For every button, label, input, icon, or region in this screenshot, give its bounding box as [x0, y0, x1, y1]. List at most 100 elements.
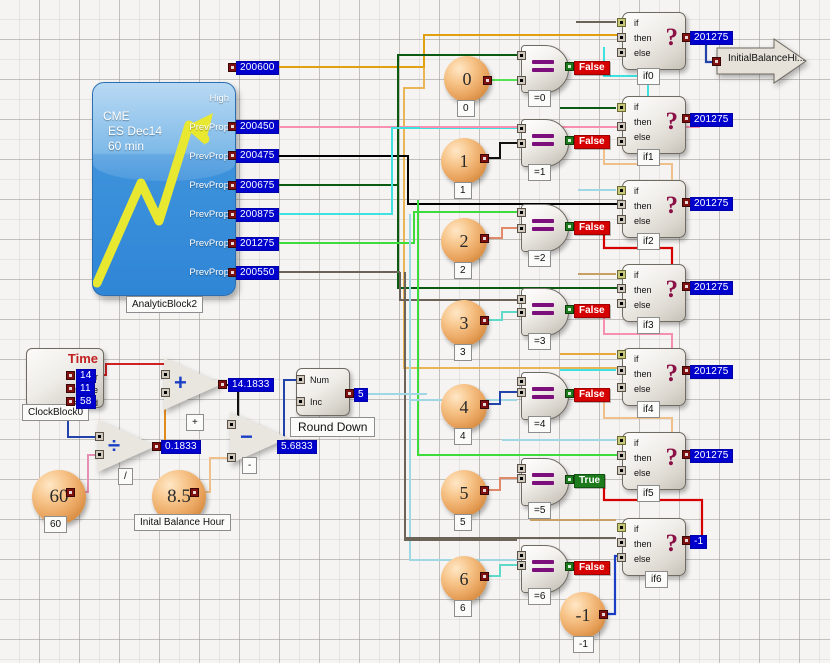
if-2-caption: if2 [637, 233, 660, 250]
equality-block-0[interactable] [521, 45, 569, 93]
if-1-in-port-then[interactable] [617, 122, 626, 131]
if-6-in-port-if[interactable] [617, 523, 626, 532]
index-node-2-out-port[interactable] [480, 234, 489, 243]
equality-4-out-port[interactable] [565, 389, 574, 398]
if-3-in-port-else[interactable] [617, 299, 626, 308]
equality-4-in-port-2[interactable] [517, 388, 526, 397]
equality-4-in-port-1[interactable] [517, 377, 526, 386]
divide-in-port-1[interactable] [95, 432, 104, 441]
if-block-6[interactable]: if then else ? [622, 518, 686, 576]
if-1-caption: if1 [637, 149, 660, 166]
if-1-in-port-else[interactable] [617, 137, 626, 146]
equality-block-2[interactable] [521, 204, 569, 252]
if-block-1[interactable]: if then else ? [622, 96, 686, 154]
index-node-minus-one[interactable]: -1 [560, 592, 606, 638]
constant-60-out-port[interactable] [66, 488, 75, 497]
round-down-caption: Round Down [290, 417, 376, 437]
if-5-in-port-then[interactable] [617, 451, 626, 460]
if-block-5[interactable]: if then else ? [622, 432, 686, 490]
round-down-block[interactable]: Num Inc [296, 368, 350, 416]
equality-block-5[interactable] [521, 458, 569, 506]
equality-2-in-port-2[interactable] [517, 224, 526, 233]
equality-block-3[interactable] [521, 288, 569, 336]
round-down-field-num: Num [310, 375, 330, 385]
equality-block-6[interactable] [521, 545, 569, 593]
operator-minus[interactable]: − [230, 412, 288, 464]
minus-in-port-1[interactable] [227, 420, 236, 429]
equality-6-in-port-1[interactable] [517, 551, 526, 560]
analytic-title: CME ES Dec14 60 min [103, 109, 163, 153]
if-1-in-port-if[interactable] [617, 103, 626, 112]
divide-out-port[interactable] [152, 442, 161, 451]
equality-5-in-port-2[interactable] [517, 474, 526, 483]
clock-out-port-second[interactable] [66, 397, 75, 406]
clock-out-port-minute[interactable] [66, 384, 75, 393]
index-node-6-out-port[interactable] [480, 572, 489, 581]
index-node-0-out-port[interactable] [483, 76, 492, 85]
equality-3-out-port[interactable] [565, 305, 574, 314]
index-node-5-out-port[interactable] [480, 486, 489, 495]
plus-in-port-1[interactable] [161, 370, 170, 379]
if-2-port-label-if: if [634, 186, 639, 196]
round-down-in-inc[interactable] [296, 397, 305, 406]
if-0-in-port-else[interactable] [617, 48, 626, 57]
constant-ibh-out-port[interactable] [190, 488, 199, 497]
divide-in-port-2[interactable] [95, 450, 104, 459]
analytic-block[interactable]: CME ES Dec14 60 min High PrevProp PrevPr… [92, 82, 236, 296]
output-block[interactable]: InitialBalanceHi... [716, 38, 808, 84]
round-down-in-num[interactable] [296, 375, 305, 384]
equality-5-out-port[interactable] [565, 475, 574, 484]
index-node-3-caption: 3 [454, 344, 472, 361]
equality-1-in-port-1[interactable] [517, 124, 526, 133]
index-node-1-out-port[interactable] [480, 154, 489, 163]
if-2-in-port-if[interactable] [617, 186, 626, 195]
equality-block-1[interactable] [521, 119, 569, 167]
if-block-4[interactable]: if then else ? [622, 348, 686, 406]
equality-6-out-port[interactable] [565, 562, 574, 571]
equality-block-4[interactable] [521, 372, 569, 420]
if-3-in-port-then[interactable] [617, 284, 626, 293]
if-4-in-port-else[interactable] [617, 383, 626, 392]
equality-0-in-port-1[interactable] [517, 51, 526, 60]
index-node-4-out-port[interactable] [480, 400, 489, 409]
operator-plus[interactable]: + [164, 358, 222, 410]
equality-6-in-port-2[interactable] [517, 561, 526, 570]
if-0-in-port-then[interactable] [617, 33, 626, 42]
index-node-6[interactable]: 6 [441, 556, 487, 602]
plus-in-port-2[interactable] [161, 388, 170, 397]
if-5-in-port-if[interactable] [617, 436, 626, 445]
operator-divide[interactable]: ÷ [98, 420, 156, 472]
if-6-in-port-else[interactable] [617, 553, 626, 562]
minus-in-port-2[interactable] [227, 453, 236, 462]
equality-0-in-port-2[interactable] [517, 76, 526, 85]
if-6-in-port-then[interactable] [617, 538, 626, 547]
round-down-out-port[interactable] [345, 389, 354, 398]
if-4-in-port-then[interactable] [617, 366, 626, 375]
equality-3-in-port-2[interactable] [517, 308, 526, 317]
equality-5-in-port-1[interactable] [517, 464, 526, 473]
if-block-0[interactable]: if then else ? [622, 12, 686, 70]
if-3-in-port-if[interactable] [617, 270, 626, 279]
if-4-in-port-if[interactable] [617, 350, 626, 359]
plus-out-port[interactable] [218, 380, 227, 389]
if-0-in-port-if[interactable] [617, 18, 626, 27]
if-5-in-port-else[interactable] [617, 466, 626, 475]
if-1-port-label-then: then [634, 117, 652, 127]
equality-1-in-port-2[interactable] [517, 139, 526, 148]
equality-1-out-port[interactable] [565, 136, 574, 145]
if-block-3[interactable]: if then else ? [622, 264, 686, 322]
if-2-in-port-else[interactable] [617, 215, 626, 224]
clock-out-port-hour[interactable] [66, 371, 75, 380]
equality-2-in-port-1[interactable] [517, 208, 526, 217]
output-block-in-port[interactable] [712, 57, 721, 66]
analytic-block-caption: AnalyticBlock2 [126, 296, 204, 313]
index-node-minus-one-out-port[interactable] [599, 610, 608, 619]
if-2-in-port-then[interactable] [617, 200, 626, 209]
if-block-2[interactable]: if then else ? [622, 180, 686, 238]
index-node-3-out-port[interactable] [480, 316, 489, 325]
if-2-port-label-then: then [634, 201, 652, 211]
equality-3-in-port-1[interactable] [517, 295, 526, 304]
equality-0-out-port[interactable] [565, 62, 574, 71]
equality-2-out-port[interactable] [565, 222, 574, 231]
